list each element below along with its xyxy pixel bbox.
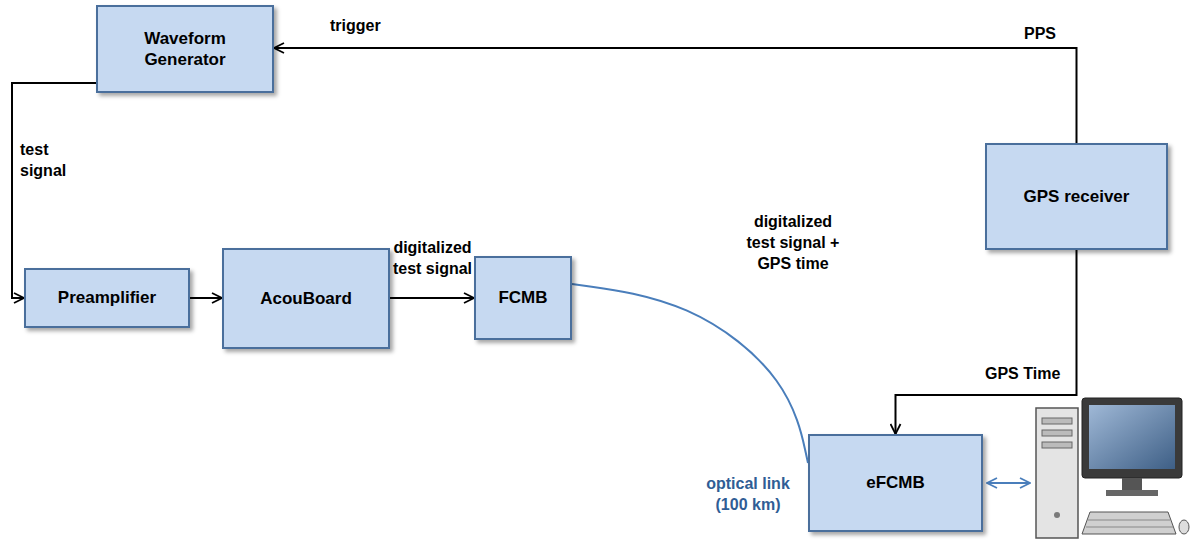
box-label: FCMB [498,287,547,308]
process-box: AcouBoard [222,248,390,349]
edge-label: GPS Time [985,364,1060,385]
generator-box: Waveform Generator [96,5,274,93]
signal-label: digitalized test signal + GPS time [744,212,842,274]
signal-arrow [274,48,1077,143]
process-box: eFCMB [808,434,983,532]
edge-label: digitalized test signal [391,238,474,280]
signal-arrow [390,297,474,299]
process-box: Preamplifier [24,268,190,328]
edge-label: optical link (100 km) [700,474,796,516]
box-label: GPS receiver [1024,186,1130,207]
edge-label: test signal [20,140,82,182]
signal-label: PPS [1024,24,1056,45]
box-label: AcouBoard [260,288,352,309]
link-arrow [987,482,1030,484]
box-label: Waveform Generator [106,28,264,71]
signal-arrow [190,297,222,299]
box-label: Preamplifier [58,287,156,308]
edge-label: trigger [330,16,381,37]
signal-arrow [896,250,1077,434]
process-box: FCMB [474,256,572,340]
computer-icon [1036,398,1189,538]
box-label: eFCMB [866,472,925,493]
signal-arrow [12,83,96,298]
receiver-box: GPS receiver [985,143,1168,250]
optical-link [572,284,808,463]
